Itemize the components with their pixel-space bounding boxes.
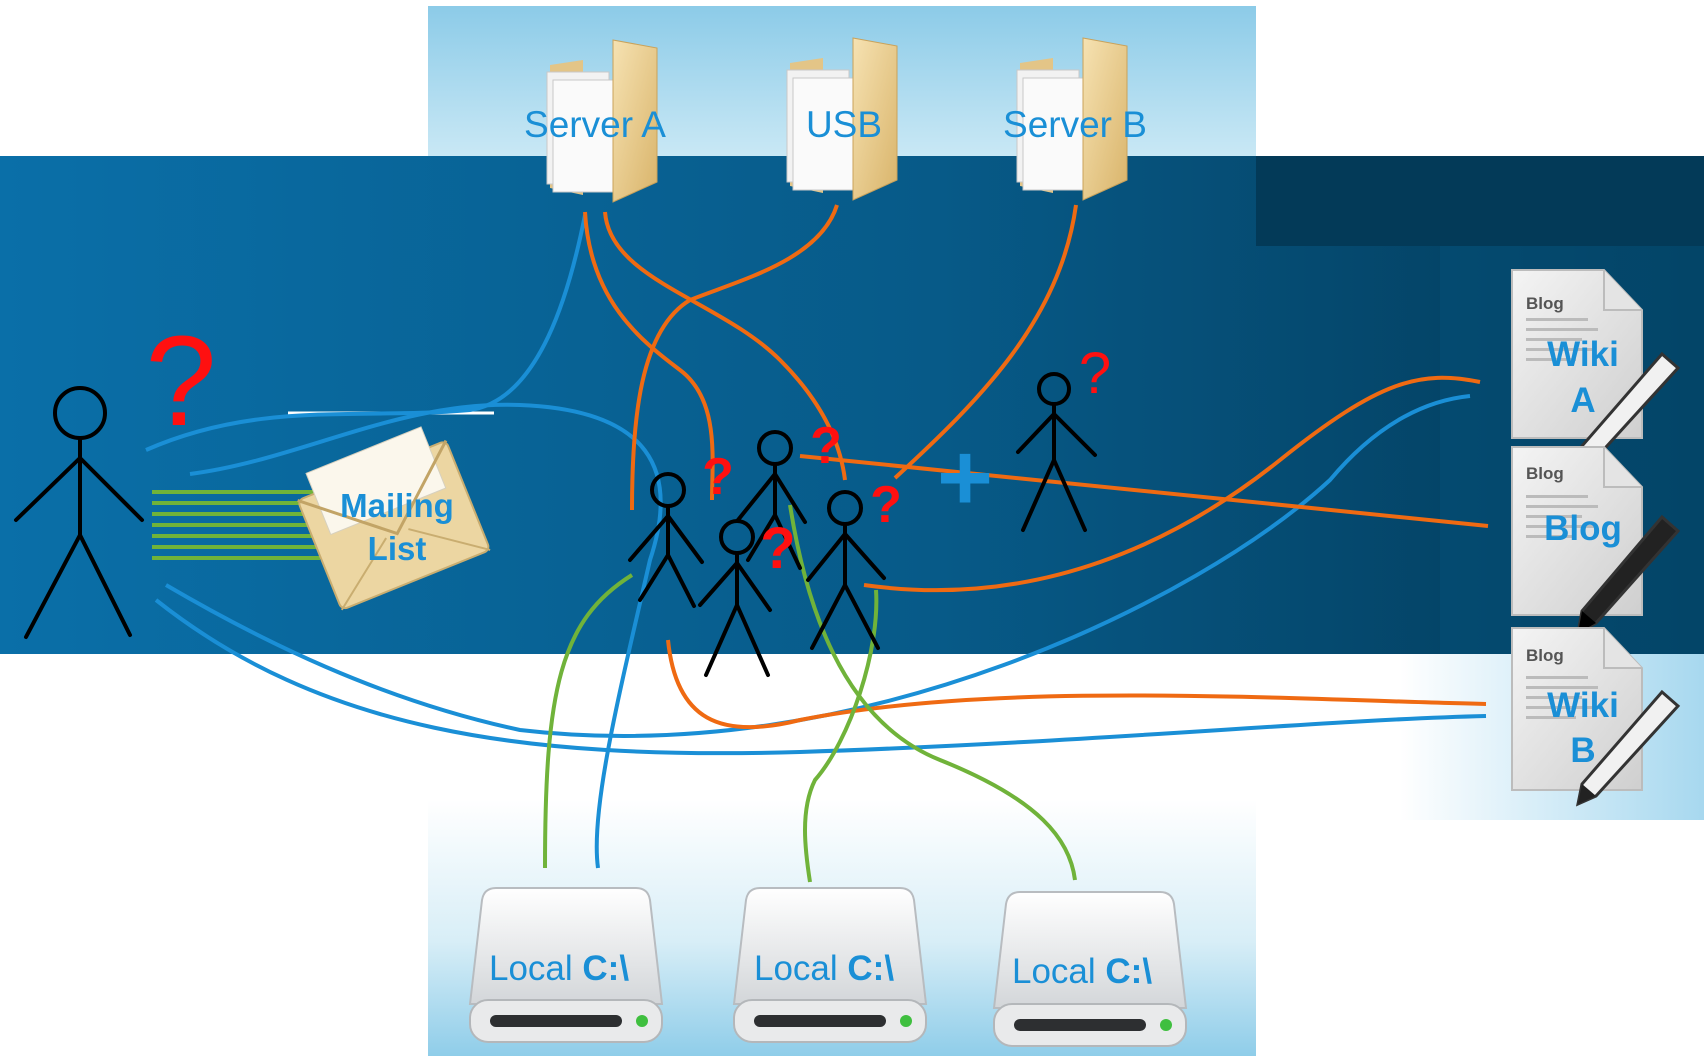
server-b-folder[interactable] (1016, 37, 1128, 201)
wiki-b-label-line2: B (1570, 731, 1595, 770)
folder-icon (786, 37, 898, 201)
blog-header-text: Blog (1526, 464, 1564, 483)
mail-lines (152, 490, 320, 560)
hard-drive-icon (468, 887, 664, 1043)
question-mark-icon-5: ? (1079, 341, 1111, 406)
local-drive-2-path: C:\ (847, 949, 894, 988)
blog-document-icon (1511, 269, 1643, 439)
question-mark-icon-2: ? (810, 417, 842, 475)
blog-document-icon (1511, 446, 1643, 616)
local-drive-3-path: C:\ (1105, 952, 1152, 991)
wiki-a-label-line2: A (1570, 381, 1595, 420)
team-member-2-stick-figure (736, 430, 807, 570)
green-connections (543, 504, 1077, 883)
folder-icon (1016, 37, 1128, 201)
folder-icon (546, 39, 658, 203)
wiki-a-document[interactable]: Blog (1511, 269, 1681, 471)
blog-header-text: Blog (1526, 294, 1564, 313)
usb-folder[interactable] (786, 37, 898, 201)
local-drive-1[interactable] (468, 887, 664, 1043)
local-drive-2-label: Local C:\ (754, 949, 894, 988)
local-drive-1-label: Local C:\ (489, 949, 629, 988)
envelope-icon[interactable] (289, 420, 491, 611)
local-drive-2[interactable] (732, 887, 928, 1043)
team-member-3-stick-figure (698, 519, 772, 677)
team-member-4-stick-figure (806, 490, 886, 650)
hard-drive-icon (732, 887, 928, 1043)
blue-connections (145, 214, 1487, 869)
wiki-b-label-line1: Wiki (1547, 686, 1619, 725)
local-drive-3-label: Local C:\ (1012, 952, 1152, 991)
server-b-label: Server B (1003, 104, 1147, 145)
orange-connections (583, 204, 1489, 730)
local-drive-2-prefix: Local (754, 949, 838, 988)
question-mark-icon-3: ? (760, 516, 795, 581)
local-drive-3-prefix: Local (1012, 952, 1096, 991)
question-mark-icon-1: ? (702, 448, 734, 506)
wiki-b-document[interactable]: Blog (1511, 627, 1681, 807)
blog-label: Blog (1544, 509, 1622, 548)
blog-header-text: Blog (1526, 646, 1564, 665)
wiki-a-label-line1: Wiki (1547, 335, 1619, 374)
hard-drive-icon (992, 891, 1188, 1047)
local-drive-3[interactable] (992, 891, 1188, 1047)
mailing-list-label-line1: Mailing (340, 487, 454, 524)
band-dark-corner (1256, 156, 1704, 246)
mailing-list-label-line2: List (368, 530, 427, 567)
local-drive-1-prefix: Local (489, 949, 573, 988)
server-a-folder[interactable] (546, 39, 658, 203)
usb-label: USB (806, 104, 882, 145)
main-user-question-mark-icon: ? (145, 310, 216, 453)
question-mark-icon-4: ? (870, 476, 902, 534)
server-a-label: Server A (524, 104, 666, 145)
plus-icon: + (937, 424, 993, 531)
local-drive-1-path: C:\ (582, 949, 629, 988)
pencil-icon (1575, 689, 1681, 807)
team-member-1-stick-figure (628, 472, 704, 608)
main-user-stick-figure (14, 386, 144, 639)
new-member-stick-figure (1016, 372, 1097, 532)
